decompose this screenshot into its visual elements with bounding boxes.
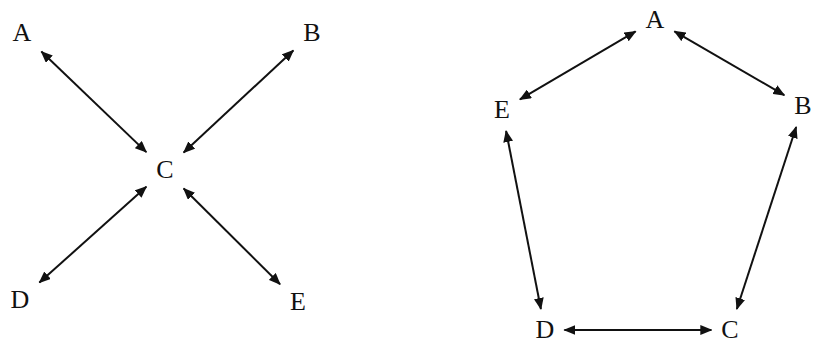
- network-node: E: [492, 97, 512, 123]
- network-node: D: [9, 287, 32, 313]
- node-label: A: [646, 7, 665, 33]
- network-node: A: [644, 7, 667, 33]
- network-node: A: [11, 20, 34, 46]
- network-node: C: [719, 317, 740, 343]
- double-arrow: [184, 189, 280, 285]
- double-arrow: [41, 52, 146, 153]
- network-node: D: [534, 317, 557, 343]
- double-arrow: [737, 127, 796, 309]
- double-arrow: [39, 187, 146, 283]
- network-node: B: [301, 20, 322, 46]
- node-label: E: [494, 97, 510, 123]
- network-node: E: [288, 289, 308, 315]
- node-label: C: [156, 157, 173, 183]
- node-label: B: [794, 93, 811, 119]
- network-node: B: [792, 93, 813, 119]
- double-arrow: [564, 329, 711, 331]
- node-label: D: [536, 317, 555, 343]
- node-label: E: [290, 289, 306, 315]
- network-node: C: [154, 157, 175, 183]
- double-arrow: [506, 131, 541, 309]
- node-label: A: [13, 20, 32, 46]
- node-label: B: [303, 20, 320, 46]
- node-label: C: [721, 317, 738, 343]
- double-arrow: [520, 31, 636, 99]
- node-label: D: [11, 287, 30, 313]
- double-arrow: [184, 50, 294, 152]
- double-arrow: [674, 31, 784, 95]
